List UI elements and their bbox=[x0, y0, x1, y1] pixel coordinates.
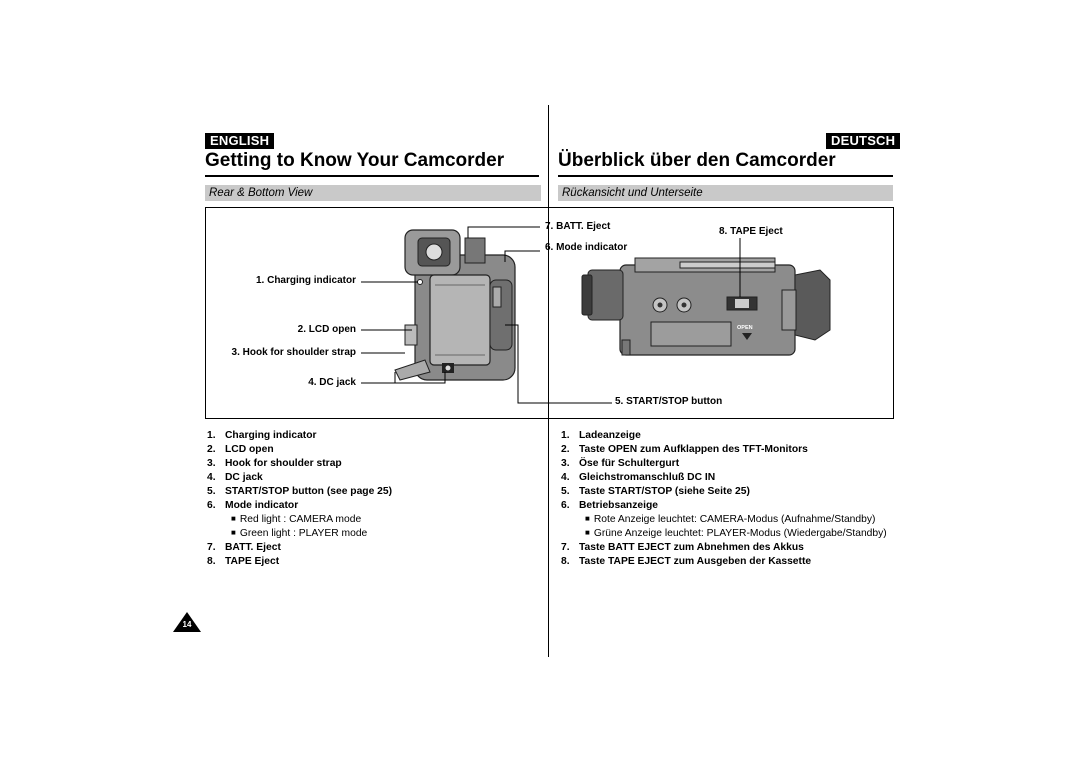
callout-batt-eject: 7. BATT. Eject bbox=[545, 221, 611, 232]
list-item: 2.LCD open bbox=[207, 444, 274, 455]
title-rule-right bbox=[558, 175, 893, 177]
list-item: 2.Taste OPEN zum Aufklappen des TFT-Moni… bbox=[561, 444, 808, 455]
rear-view-illustration bbox=[394, 229, 516, 381]
callout-hook: 3. Hook for shoulder strap bbox=[231, 347, 356, 358]
list-subitem: ■Green light : PLAYER mode bbox=[231, 528, 368, 539]
list-item: 7.Taste BATT EJECT zum Abnehmen des Akku… bbox=[561, 542, 804, 553]
language-badge-deutsch: DEUTSCH bbox=[826, 133, 901, 149]
callout-dc-jack: 4. DC jack bbox=[308, 377, 356, 388]
list-item: 4.DC jack bbox=[207, 472, 263, 483]
section-heading-deutsch: Rückansicht und Unterseite bbox=[558, 185, 893, 201]
list-subitem: ■Red light : CAMERA mode bbox=[231, 514, 362, 525]
page-number-marker bbox=[173, 612, 201, 632]
svg-text:OPEN: OPEN bbox=[737, 325, 753, 331]
callout-tape-eject: 8. TAPE Eject bbox=[719, 226, 783, 237]
title-rule-left bbox=[205, 175, 539, 177]
bottom-view-illustration: OPEN bbox=[581, 257, 831, 356]
diagram-frame bbox=[205, 207, 894, 419]
parts-list-english: 1.Charging indicator 2.LCD open 3.Hook f… bbox=[207, 429, 392, 569]
list-subitem: ■Rote Anzeige leuchtet: CAMERA-Modus (Au… bbox=[585, 514, 876, 525]
parts-list-deutsch: 1.Ladeanzeige 2.Taste OPEN zum Aufklappe… bbox=[561, 429, 887, 569]
list-item: 5.Taste START/STOP (siehe Seite 25) bbox=[561, 486, 750, 497]
list-item: 6.Mode indicator bbox=[207, 500, 299, 511]
list-item: 3.Hook for shoulder strap bbox=[207, 458, 342, 469]
list-item: 7.BATT. Eject bbox=[207, 542, 281, 553]
center-divider bbox=[548, 105, 549, 657]
section-heading-english: Rear & Bottom View bbox=[205, 185, 541, 201]
list-item: 1.Ladeanzeige bbox=[561, 430, 641, 441]
list-item: 4.Gleichstromanschluß DC IN bbox=[561, 472, 716, 483]
list-item: 1.Charging indicator bbox=[207, 430, 317, 441]
list-subitem: ■Grüne Anzeige leuchtet: PLAYER-Modus (W… bbox=[585, 528, 887, 539]
page-number: 14 bbox=[182, 620, 192, 629]
list-item: 6.Betriebsanzeige bbox=[561, 500, 658, 511]
list-item: 3.Öse für Schultergurt bbox=[561, 458, 680, 469]
page-title-english: Getting to Know Your Camcorder bbox=[205, 150, 505, 171]
list-item: 5.START/STOP button (see page 25) bbox=[207, 486, 393, 497]
list-item: 8.Taste TAPE EJECT zum Ausgeben der Kass… bbox=[561, 556, 812, 567]
language-badge-english: ENGLISH bbox=[205, 133, 275, 149]
callout-mode-indicator: 6. Mode indicator bbox=[545, 242, 628, 253]
callout-lcd-open: 2. LCD open bbox=[297, 324, 356, 335]
callout-start-stop: 5. START/STOP button bbox=[615, 396, 723, 407]
callout-charging-indicator: 1. Charging indicator bbox=[255, 275, 356, 286]
page-title-deutsch: Überblick über den Camcorder bbox=[558, 150, 836, 171]
callout-lines bbox=[361, 226, 741, 404]
list-item: 8.TAPE Eject bbox=[207, 556, 280, 567]
